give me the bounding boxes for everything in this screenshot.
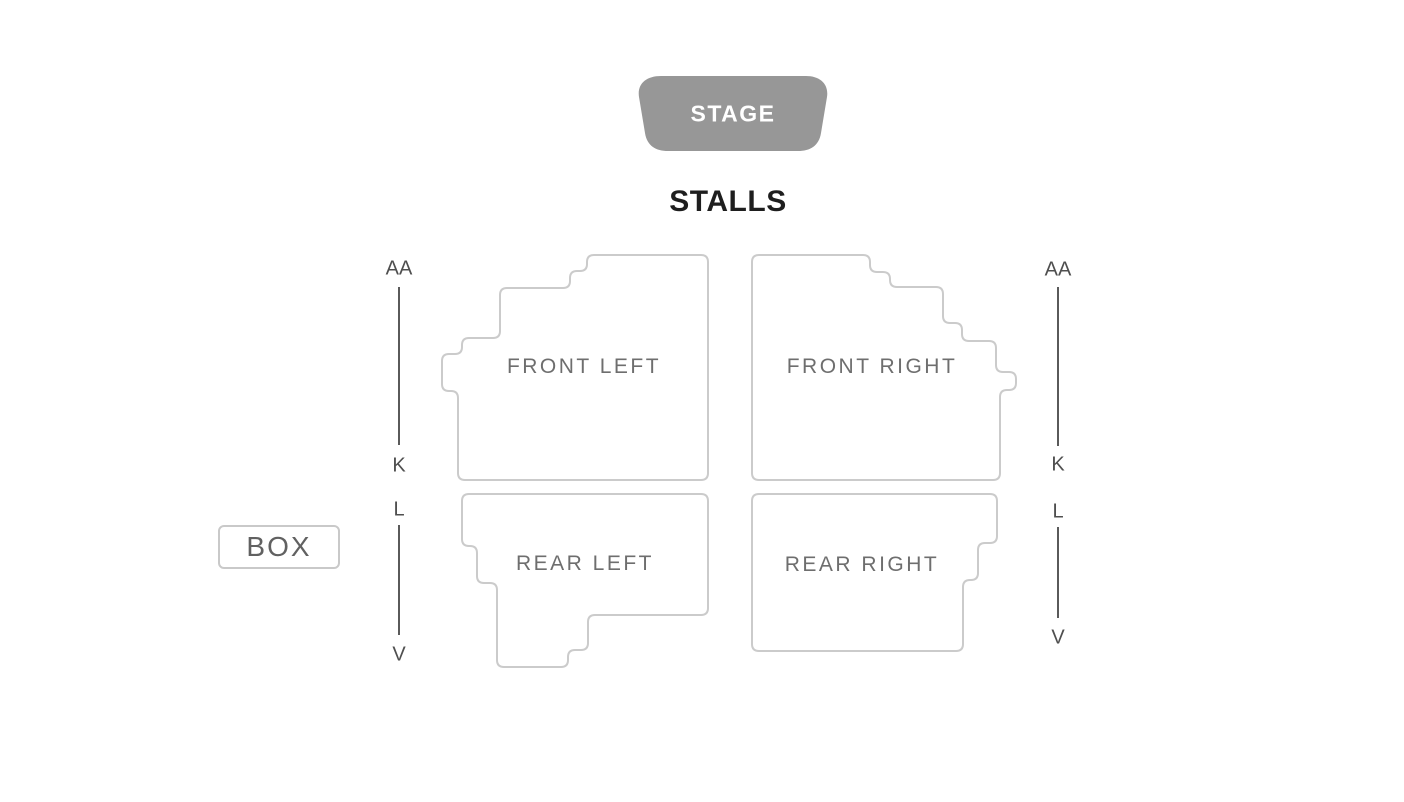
section-shape-front-right[interactable] [751,254,1017,481]
stage-shape [638,76,828,151]
section-shape-rear-right[interactable] [751,493,998,652]
section-shape-rear-left[interactable] [461,493,709,668]
sections-group [441,254,1017,668]
box-label: BOX [246,531,312,562]
section-shape-front-left[interactable] [441,254,709,481]
section-box[interactable]: BOX [218,525,340,569]
